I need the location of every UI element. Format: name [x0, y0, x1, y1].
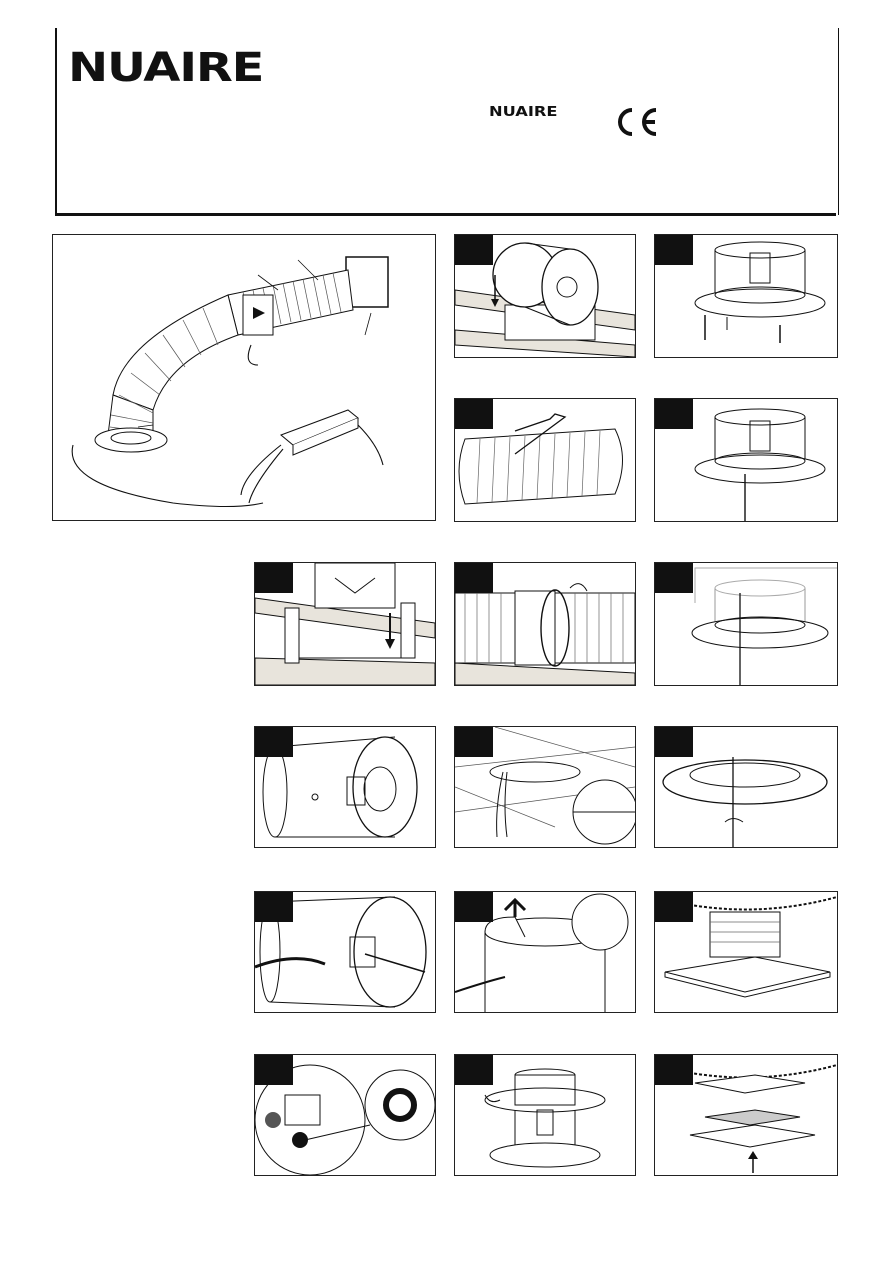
step-16-marker — [655, 1055, 693, 1085]
step-10-figure — [654, 726, 838, 848]
step-15-marker — [455, 1055, 493, 1085]
step-1-figure — [454, 234, 636, 358]
step-2-figure — [654, 234, 838, 358]
ducted-fan-kit-overview-illustration — [53, 235, 435, 520]
step-13-figure — [654, 891, 838, 1013]
header-divider — [55, 213, 836, 216]
step-7-figure — [654, 562, 838, 686]
step-7-marker — [655, 563, 693, 593]
step-2-marker — [655, 235, 693, 265]
step-5-marker — [255, 563, 293, 593]
step-13-marker — [655, 892, 693, 922]
step-11-figure — [254, 891, 436, 1013]
step-11-marker — [255, 892, 293, 922]
step-16-figure — [654, 1054, 838, 1176]
step-1-marker — [455, 235, 493, 265]
step-14-marker — [255, 1055, 293, 1085]
step-12-marker — [455, 892, 493, 922]
step-10-marker — [655, 727, 693, 757]
step-15-figure — [454, 1054, 636, 1176]
step-9-marker — [455, 727, 493, 757]
step-6-marker — [455, 563, 493, 593]
step-5-figure — [254, 562, 436, 686]
step-4-figure — [654, 398, 838, 522]
step-6-figure — [454, 562, 636, 686]
step-12-figure — [454, 891, 636, 1013]
step-8-marker — [255, 727, 293, 757]
step-9-figure — [454, 726, 636, 848]
overview-figure — [52, 234, 436, 521]
ce-mark-icon — [612, 106, 660, 138]
brand-logo-small: NUAIRE — [489, 106, 558, 119]
step-14-figure — [254, 1054, 436, 1176]
brand-logo: NUAIRE — [68, 50, 263, 86]
step-3-marker — [455, 399, 493, 429]
step-8-figure — [254, 726, 436, 848]
step-3-figure — [454, 398, 636, 522]
step-4-marker — [655, 399, 693, 429]
